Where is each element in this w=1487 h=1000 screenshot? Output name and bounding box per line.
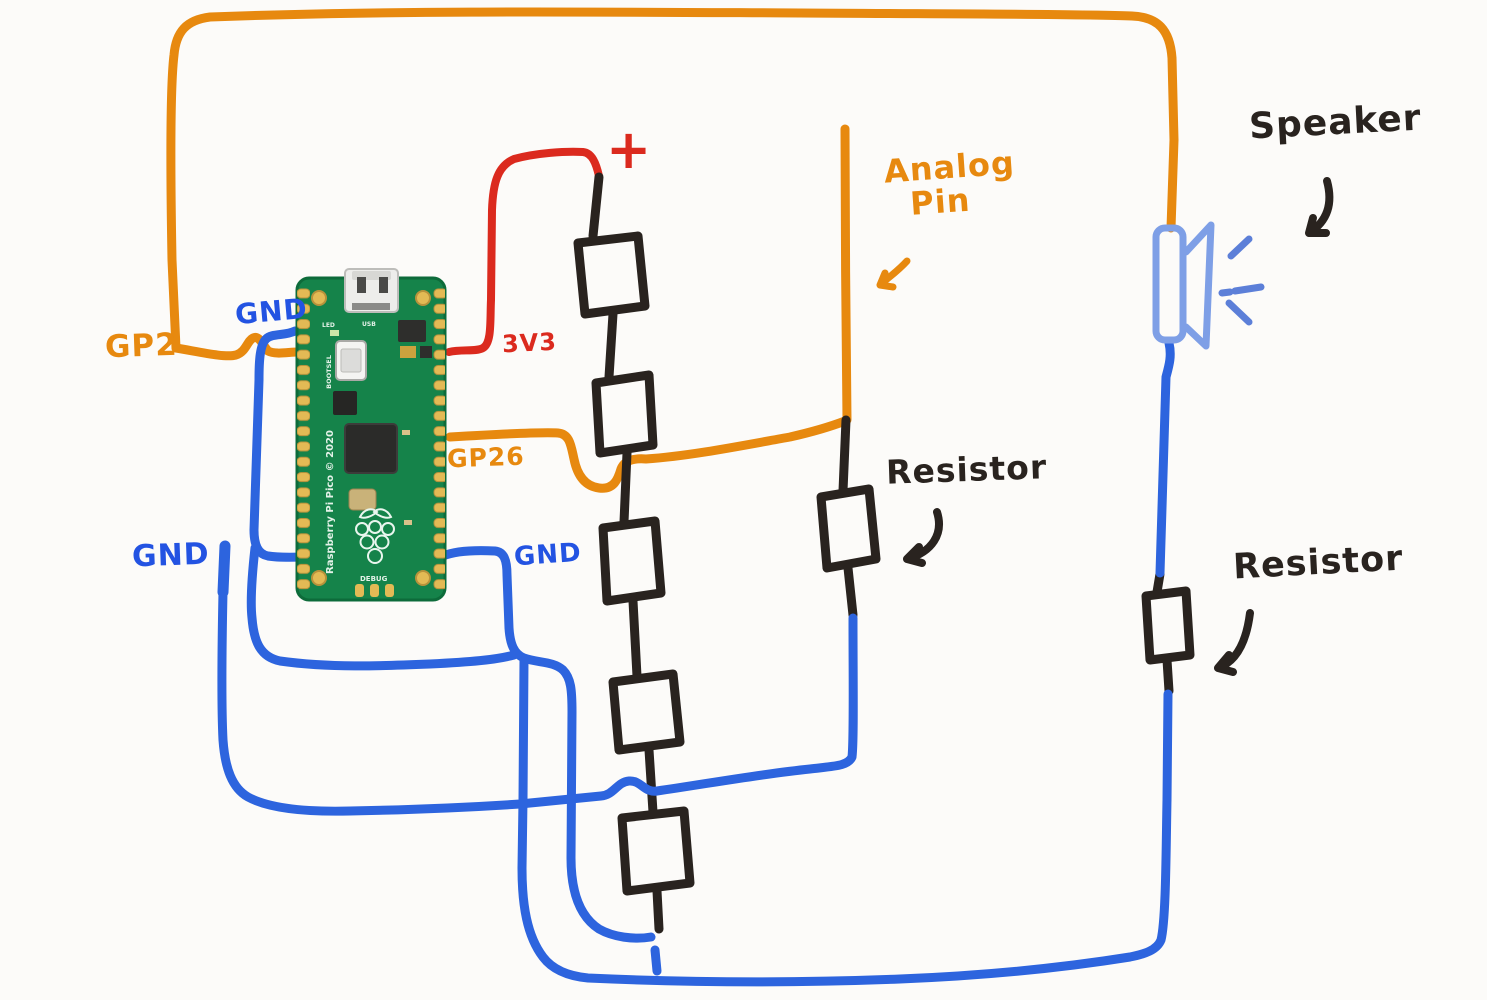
raspberry-pi-pico-board: Raspberry Pi Pico © 2020 BOOTSEL DEBUG L…	[295, 268, 447, 602]
blue-gnd-wires	[217, 326, 1175, 987]
wire-gp26-to-divider	[445, 416, 850, 493]
label-3v3: 3V3	[501, 327, 558, 359]
ladder-resistor-1	[573, 231, 650, 319]
wire-gnd-right-pico-to-chain	[438, 546, 656, 943]
middle-resistor-body	[816, 484, 881, 573]
right-resistor-body	[1141, 586, 1195, 665]
usb-slot-left	[357, 277, 366, 293]
pico-silk-bootsel: BOOTSEL	[325, 355, 333, 389]
middle-resistor-lead-top	[838, 415, 851, 496]
wire-chain-bottom-dash	[650, 945, 662, 976]
pico-smd-gold-3	[404, 520, 412, 525]
middle-resistor	[816, 415, 881, 620]
usb-slot-right	[379, 277, 388, 293]
pico-silk-led: LED	[322, 322, 335, 329]
ladder-resistor-5	[617, 806, 695, 896]
ladder-lead-4	[644, 745, 658, 817]
pico-smd-gold-1	[400, 346, 416, 358]
pico-hole-br	[415, 570, 431, 586]
speaker-driver	[1152, 224, 1187, 344]
label-gp2: GP2	[104, 326, 179, 366]
usb-pin-comb	[352, 303, 390, 310]
speaker-symbol	[1152, 221, 1265, 350]
pico-bootsel-button	[335, 340, 367, 381]
raspberry-logo	[355, 508, 395, 564]
wire-gnd-left-tick	[217, 540, 231, 598]
right-resistor-lead-bottom	[1162, 655, 1174, 696]
label-gnd-top: GND	[233, 291, 309, 332]
analog-pin-arrow	[876, 257, 911, 291]
ladder-resistor-2	[591, 370, 658, 458]
pico-silk-usb: USB	[362, 321, 376, 328]
red-wire-group	[445, 147, 603, 356]
label-resistor-mid: Resistor	[885, 447, 1048, 492]
label-gp26: GP26	[446, 441, 526, 474]
pico-hole-bl	[311, 570, 327, 586]
pico-pins-left	[297, 286, 310, 592]
pico-pins-right	[432, 286, 445, 592]
pico-crystal	[348, 488, 377, 511]
ladder-lead-1	[604, 309, 618, 382]
right-resistor	[1141, 569, 1195, 696]
wire-gnd-bottom-rail	[517, 655, 1173, 987]
wire-gnd-left-vertical-inner	[246, 543, 519, 671]
pico-silk-debug: DEBUG	[360, 575, 388, 583]
pico-usb-connector	[344, 268, 399, 313]
pico-silk-name: Raspberry Pi Pico © 2020	[325, 430, 336, 574]
pico-flash-chip	[333, 391, 357, 415]
pico-regulator-chip	[398, 320, 426, 342]
pico-hole-tr	[415, 290, 431, 306]
pico-smd-gold-2	[402, 430, 410, 435]
ladder-lead-bottom	[652, 886, 664, 934]
wire-analog-pin-vertical	[840, 124, 852, 425]
wire-gnd-left-outer-loop	[217, 587, 858, 816]
orange-wires	[166, 7, 1179, 493]
wire-3v3-to-plus	[445, 147, 603, 356]
pico-pad-bottom-1	[355, 584, 364, 597]
wire-gp2-to-pico	[171, 332, 303, 361]
label-gnd-right: GND	[513, 537, 583, 573]
bootsel-cap	[340, 348, 362, 373]
resistor-mid-arrow	[903, 508, 943, 567]
resistor-right-arrow	[1214, 609, 1254, 676]
wire-speaker-to-right-resistor	[1155, 338, 1175, 578]
pico-rp2040-chip	[344, 423, 398, 474]
label-plus-terminal: +	[606, 118, 653, 181]
pico-pad-bottom-2	[370, 584, 379, 597]
resistor-ladder	[573, 172, 695, 934]
middle-resistor-lead-bottom	[843, 563, 858, 620]
pico-pad-bottom-3	[385, 584, 394, 597]
ladder-resistor-4	[608, 669, 685, 755]
ladder-resistor-3	[598, 516, 666, 606]
speaker-arrow	[1305, 177, 1334, 237]
ladder-lead-3	[628, 596, 642, 681]
wire-gp2-top-loop-to-speaker	[166, 7, 1179, 353]
wire-gnd-top-to-pico	[249, 326, 312, 562]
pico-hole-tl	[311, 290, 327, 306]
ladder-lead-2	[619, 448, 632, 527]
label-analog-pin: Analog Pin	[883, 144, 1018, 223]
pico-smd-dark	[420, 346, 432, 358]
ladder-lead-top	[588, 172, 604, 241]
speaker-cone	[1182, 221, 1215, 350]
annotation-arrows	[903, 177, 1334, 676]
pico-led	[330, 330, 339, 336]
label-gnd-left: GND	[131, 536, 211, 575]
speaker-sound-waves	[1218, 235, 1265, 326]
